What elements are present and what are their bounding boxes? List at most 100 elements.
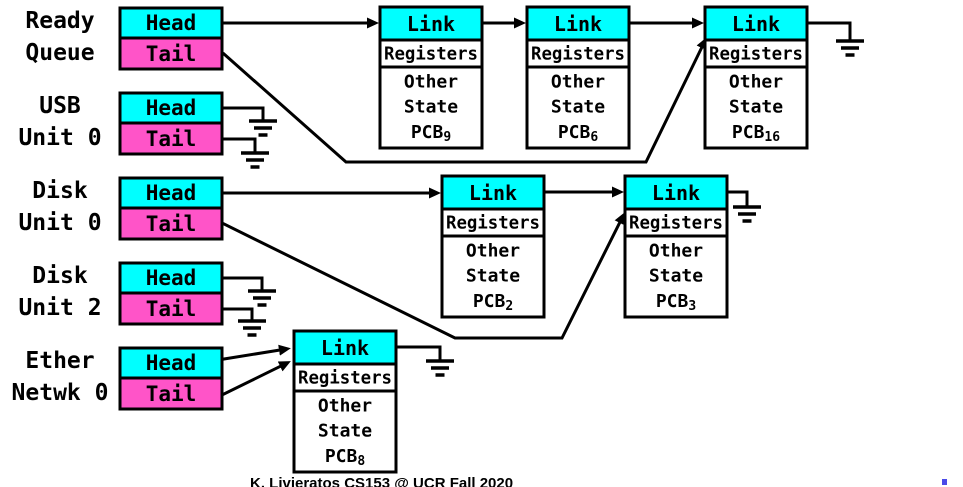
head-label: Head [146,266,197,290]
ground-icon [834,39,866,57]
queue-label-line: Unit 0 [18,210,101,236]
other-state-line: State [318,421,372,442]
page-number-fragment [942,479,947,485]
queue-node-disk0: Head Tail [118,176,224,241]
queue-label-line: Ether [25,348,94,374]
head-cell [118,261,224,295]
link-label: Link [554,12,602,36]
head-label: Head [146,181,197,205]
pcb-id-label: PCB2 [473,291,513,314]
ether-tail-to-pcb8-arrow [221,361,291,397]
pcb-id-subscript: 9 [443,130,451,145]
registers-label: Registers [298,368,392,389]
pcb-id-subscript: 8 [357,454,365,469]
tail-label: Tail [146,382,197,406]
pcb-id-label: PCB8 [325,446,366,469]
registers-label: Registers [709,44,803,65]
queue-label-ready: Ready Queue [25,8,94,66]
queue-label-line: Netwk 0 [12,380,109,406]
pcb-id-label: PCB6 [558,122,599,145]
other-state-line: State [466,266,520,287]
other-state-line: State [649,266,703,287]
ground-icon [246,289,278,307]
pcb3-to-ground-line [725,190,749,208]
registers-label: Registers [384,44,478,65]
pcb-node-16: Link Registers Other State PCB16 [703,5,809,150]
pcb-id-subscript: 16 [764,130,780,145]
pcb-node-9: Link Registers Other State PCB9 [378,5,484,150]
link-cell [378,5,484,42]
footer-credit: K. Livieratos CS153 @ UCR Fall 2020 [250,475,513,487]
link-cell [292,329,398,366]
pcb-id-text: PCB [325,446,358,467]
pcb-id-text: PCB [656,291,689,312]
other-state-line: Other [318,396,372,417]
registers-cell [378,38,484,69]
disk0-tail-to-pcb3-arrow [221,212,625,340]
queue-label-disk2: Disk Unit 2 [18,263,101,321]
registers-cell [703,38,809,69]
pcb8-to-ground-line [394,345,442,362]
queue-label-line: USB [39,93,81,119]
ground-icon [247,119,279,137]
pcb-id-label: PCB3 [656,291,696,314]
other-state-line: State [404,97,458,118]
queue-node-ether: Head Tail [118,346,224,411]
head-label: Head [146,11,197,35]
disk2-tail-to-ground-line [220,307,254,322]
pcb-id-label: PCB16 [732,122,780,145]
registers-label: Registers [531,44,625,65]
queue-label-line: Disk [32,263,88,289]
other-state-line: Other [729,72,783,93]
registers-cell [623,207,729,238]
tail-label: Tail [146,212,197,236]
pcb-node-2: Link Registers Other State PCB2 [440,174,546,319]
link-cell [525,5,631,42]
pcb-id-subscript: 3 [688,299,696,314]
registers-cell [292,362,398,393]
tail-cell [118,376,224,411]
link-label: Link [732,12,780,36]
queue-label-line: Unit 2 [18,295,101,321]
pcb16-to-ground-line [805,21,852,42]
pcb-node-6: Link Registers Other State PCB6 [525,5,631,150]
head-cell [118,176,224,210]
tail-label: Tail [146,42,197,66]
pcb-node-8: Link Registers Other State PCB8 [292,329,398,474]
link-cell [703,5,809,42]
pcb-id-label: PCB9 [411,122,451,145]
registers-cell [525,38,631,69]
queue-node-ready: Head Tail [118,6,224,71]
queue-label-line: Ready [25,8,94,34]
ground-icon [731,205,763,223]
ground-icon [236,319,268,337]
ether-head-to-pcb8-arrow [222,344,291,361]
pcb-id-text: PCB [558,122,591,143]
pcb-id-subscript: 2 [505,299,513,314]
head-label: Head [146,96,197,120]
usb-tail-to-ground-line [220,137,257,154]
tail-cell [118,36,224,71]
usb-head-to-ground-line [220,106,265,122]
link-label: Link [469,181,517,205]
other-state-line: Other [551,72,605,93]
queue-label-disk0: Disk Unit 0 [18,178,101,236]
pcb-id-text: PCB [732,122,765,143]
tail-cell [118,206,224,241]
pcb-id-subscript: 6 [590,130,598,145]
other-state-line: State [729,97,783,118]
tail-cell [118,291,224,326]
queue-label-line: Unit 0 [18,125,101,151]
head-label: Head [146,351,197,375]
queue-node-disk2: Head Tail [118,261,224,326]
ready-tail-to-pcb16-arrow [221,37,707,164]
link-label: Link [652,181,700,205]
pcb-id-text: PCB [473,291,506,312]
link-label: Link [407,12,455,36]
disk2-head-to-ground-line [220,276,264,292]
queue-label-ether: Ether Netwk 0 [12,348,109,406]
queue-label-line: Queue [25,40,94,66]
link-label: Link [321,336,369,360]
